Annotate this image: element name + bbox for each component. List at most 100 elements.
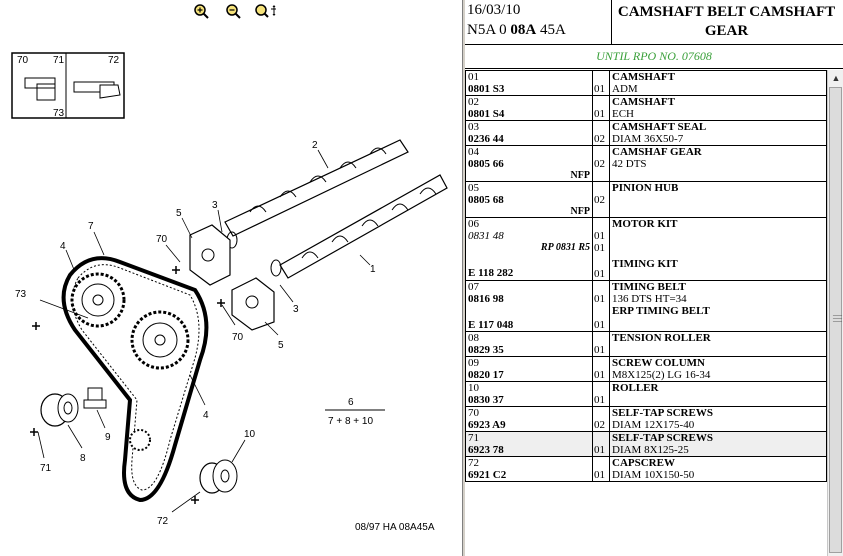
callout-73-inset: 73 bbox=[53, 108, 65, 119]
diagram-pane: 70 71 72 73 2 3 1 5 70 7 4 3 5 70 73 4 6… bbox=[11, 3, 448, 533]
camshaft-upper bbox=[224, 139, 409, 237]
spacer bbox=[468, 305, 590, 319]
pinion-hub-lower bbox=[231, 277, 275, 331]
spacer bbox=[594, 146, 608, 158]
part-reference-alt: RP 0831 R5 bbox=[540, 242, 590, 253]
callout-72-inset: 72 bbox=[108, 55, 120, 66]
callout-71-inset: 71 bbox=[53, 55, 65, 66]
spacer bbox=[594, 357, 608, 369]
part-name: SELF-TAP SCREWS bbox=[612, 407, 713, 419]
part-reference: 0820 17 bbox=[468, 369, 504, 381]
spacer bbox=[594, 218, 608, 230]
zoom-out-button[interactable] bbox=[222, 3, 244, 21]
pane-splitter[interactable] bbox=[462, 0, 466, 556]
zoom-toolbar bbox=[190, 3, 276, 23]
callout-4-lower: 4 bbox=[203, 410, 209, 421]
qty-cell: 02 bbox=[592, 406, 610, 432]
quantity-kit: 01 bbox=[594, 268, 605, 280]
row-index: 71 bbox=[468, 432, 479, 444]
quantity: 02 bbox=[594, 133, 605, 145]
part-reference: 6921 C2 bbox=[468, 469, 507, 481]
part-name: ROLLER bbox=[612, 382, 659, 394]
row-index: 72 bbox=[468, 457, 479, 469]
callout-7: 7 bbox=[88, 221, 94, 232]
scroll-thumb[interactable]: ——— bbox=[829, 87, 842, 553]
header-meta: 16/03/10 N5A 0 08A 45A bbox=[465, 0, 612, 44]
spacer bbox=[612, 230, 824, 258]
part-detail: DIAM 8X125-25 bbox=[612, 444, 689, 456]
part-name: CAPSCREW bbox=[612, 457, 675, 469]
part-reference-erp: E 117 048 bbox=[468, 319, 514, 331]
part-reference: 0831 48 bbox=[468, 230, 504, 242]
zoom-in-icon bbox=[194, 4, 209, 19]
zoom-pan-button[interactable] bbox=[254, 3, 276, 21]
parts-scrollbar[interactable]: ▲ ——— bbox=[827, 70, 843, 556]
zoom-in-button[interactable] bbox=[190, 3, 212, 21]
description-cell: TENSION ROLLER bbox=[609, 331, 827, 357]
qty-cell: 01 bbox=[592, 356, 610, 382]
qty-cell: 01 bbox=[592, 431, 610, 457]
crank-sprocket bbox=[129, 429, 151, 451]
spacer bbox=[594, 281, 608, 293]
row-index: 05 bbox=[468, 182, 479, 194]
spacer bbox=[594, 96, 608, 108]
scroll-grip-icon: ——— bbox=[833, 310, 842, 326]
part-name: CAMSHAF GEAR bbox=[612, 146, 702, 158]
header-code: N5A 0 08A 45A bbox=[467, 20, 611, 40]
until-rpo-banner: UNTIL RPO NO. 07608 bbox=[465, 45, 843, 69]
spacer bbox=[594, 305, 608, 319]
qty-cell: 01 bbox=[592, 95, 610, 121]
quantity: 01 bbox=[594, 469, 605, 481]
callout-5-lower: 5 bbox=[278, 340, 284, 351]
qty-cell: 01 bbox=[592, 70, 610, 96]
spacer bbox=[594, 71, 608, 83]
camshaft-lower bbox=[279, 174, 448, 279]
part-detail: M8X125(2) LG 16-34 bbox=[612, 369, 711, 381]
qty-cell: 01 bbox=[592, 381, 610, 407]
part-reference: 0805 66 bbox=[468, 158, 504, 170]
leader-lines bbox=[37, 149, 371, 513]
part-reference: 0816 98 bbox=[468, 293, 504, 305]
row-index: 10 bbox=[468, 382, 479, 394]
quantity: 01 bbox=[594, 344, 605, 356]
part-name: PINION HUB bbox=[612, 182, 679, 194]
spacer bbox=[594, 182, 608, 194]
part-detail: DIAM 36X50-7 bbox=[612, 133, 684, 145]
header-code-suffix: 45A bbox=[536, 22, 566, 38]
quantity: 01 bbox=[594, 108, 605, 120]
quantity: 02 bbox=[594, 158, 605, 170]
screw-inset bbox=[11, 52, 125, 119]
callout-5-upper: 5 bbox=[176, 208, 182, 219]
quantity: 01 bbox=[594, 394, 605, 406]
part-name: SCREW COLUMN bbox=[612, 357, 706, 369]
scroll-up-arrow-icon[interactable]: ▲ bbox=[828, 70, 843, 86]
screw-markers bbox=[30, 266, 225, 504]
seal-lower bbox=[270, 259, 282, 277]
part-reference: 0801 S4 bbox=[468, 108, 505, 120]
part-reference: 6923 A9 bbox=[468, 419, 506, 431]
tension-roller bbox=[40, 393, 79, 427]
